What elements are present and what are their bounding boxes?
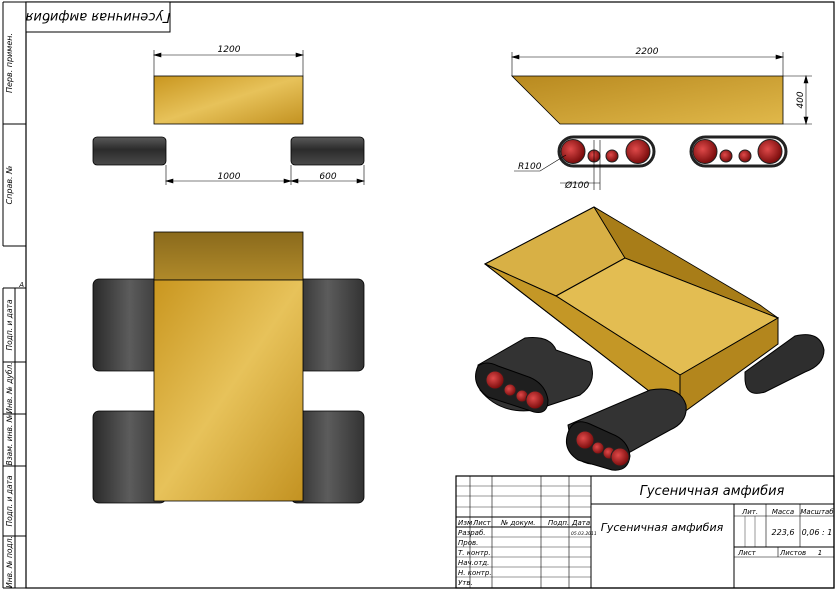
side-label-6: Подп. и дата <box>5 475 14 526</box>
title-main: Гусеничная амфибия <box>640 484 785 499</box>
sheets-label: Листов <box>779 549 806 557</box>
col-list: Лист <box>472 519 492 527</box>
row-nachotd: Нач.отд. <box>458 559 489 567</box>
front-view-body <box>153 75 304 125</box>
side-label-4: Инв. № дубл. <box>5 362 14 413</box>
dim-radius-text: R100 <box>518 162 542 172</box>
side-label-2: Справ. № <box>5 166 14 205</box>
side-view-body <box>511 75 784 125</box>
plan-view <box>92 231 365 504</box>
row-prov: Пров. <box>458 539 478 547</box>
top-stamp-text: Гусеничная амфибия <box>25 9 170 24</box>
dim-track-length-text: 600 <box>319 172 336 182</box>
dimension-front-width <box>152 50 305 76</box>
iso-near-front-track <box>565 388 687 471</box>
front-view-left-track <box>92 136 167 166</box>
dim-track-spacing-text: 1000 <box>218 172 241 182</box>
side-label-7: Инв. № подл. <box>5 536 14 588</box>
side-label-1: Перв. примен. <box>5 33 14 93</box>
scale-label: Масштаб <box>800 508 834 516</box>
sheets-value: 1 <box>818 549 822 557</box>
title-designation: Гусеничная амфибия <box>601 521 724 534</box>
col-izm: Изм <box>458 519 473 527</box>
side-view-rear-track <box>557 135 656 168</box>
dimension-side-length <box>510 52 785 76</box>
iso-far-right-track <box>744 334 825 394</box>
mass-label: Масса <box>772 508 794 516</box>
radius-leader <box>514 140 601 190</box>
row-tkontr: Т. контр. <box>458 549 491 557</box>
date-value: 05.03.2011 <box>571 531 597 537</box>
isometric-view <box>475 206 825 471</box>
dim-height-text: 400 <box>796 91 806 108</box>
row-utv: Утв. <box>458 579 473 587</box>
title-block <box>455 475 835 589</box>
zone-marker: A <box>18 281 24 289</box>
row-nkontr: Н. контр. <box>458 569 492 577</box>
iso-far-left-track <box>475 337 593 413</box>
plan-body-rear <box>153 231 304 281</box>
col-doc: № докум. <box>500 519 536 527</box>
dimension-height <box>783 74 812 126</box>
front-view-right-track <box>290 136 365 166</box>
side-view-front-track <box>689 135 788 168</box>
left-side-strip: Перв. примен. Справ. № Подп. и дата Инв.… <box>2 1 27 589</box>
side-label-3: Подп. и дата <box>5 299 14 350</box>
col-date: Дата <box>571 519 590 527</box>
plan-body-main <box>153 279 304 502</box>
dim-front-width-text: 1200 <box>218 45 241 55</box>
mass-value: 223,6 <box>772 528 795 537</box>
sheet-label: Лист <box>737 549 757 557</box>
side-label-5: Взам. инв. № <box>5 414 14 465</box>
dim-side-length-text: 2200 <box>636 47 659 57</box>
top-stamp-box <box>25 1 171 33</box>
dimension-track-spacing <box>164 165 366 185</box>
col-sign: Подп. <box>548 519 569 527</box>
dim-diameter-text: Ø100 <box>564 180 590 191</box>
row-razrab: Разраб. <box>458 529 486 537</box>
scale-value: 0,06 : 1 <box>802 528 833 537</box>
lit-label: Лит. <box>741 508 758 516</box>
